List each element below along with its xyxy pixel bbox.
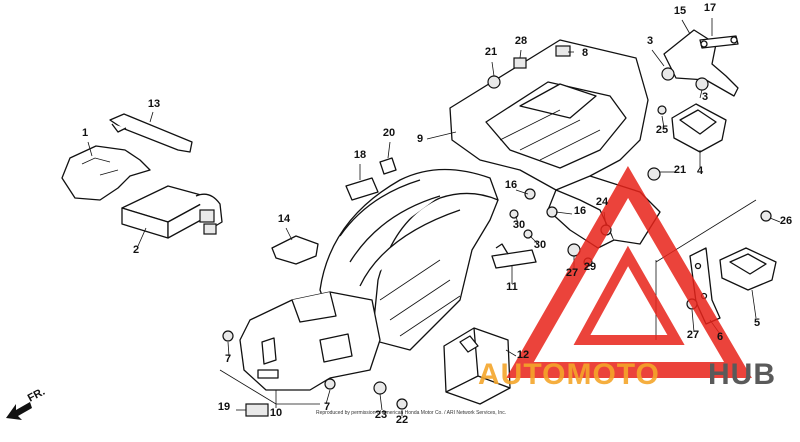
part-14-cover xyxy=(271,235,319,265)
callout-c13: 13 xyxy=(148,98,160,110)
callout-c16b: 16 xyxy=(574,205,586,217)
watermark-text-left: AUTOMOTO xyxy=(478,358,660,391)
callout-c23: 23 xyxy=(375,409,387,421)
callout-c22: 22 xyxy=(396,414,408,426)
part-4-taillight xyxy=(671,103,727,153)
callout-c17: 17 xyxy=(704,2,716,14)
callout-c29: 29 xyxy=(584,261,596,273)
callout-c14: 14 xyxy=(278,213,291,225)
watermark-logo xyxy=(506,166,752,378)
direction-label: FR. xyxy=(26,386,47,405)
callout-c3a: 3 xyxy=(647,35,653,47)
callout-c5: 5 xyxy=(754,317,760,329)
part-13-strap xyxy=(109,113,193,153)
callout-c27b: 27 xyxy=(687,329,699,341)
callout-c24: 24 xyxy=(596,196,609,208)
part-10-lower-fender xyxy=(239,291,381,391)
callout-c25: 25 xyxy=(656,124,668,136)
part-1-bracket xyxy=(61,145,151,201)
part-5-license-light xyxy=(719,247,777,291)
callout-c21b: 21 xyxy=(674,164,686,176)
callout-c30a: 30 xyxy=(513,219,525,231)
callout-c3b: 3 xyxy=(702,91,708,103)
front-arrow: FR. xyxy=(6,386,47,420)
callout-c26: 26 xyxy=(780,215,792,227)
callout-c18: 18 xyxy=(354,149,366,161)
callout-c7a: 7 xyxy=(225,353,231,365)
callout-c8: 8 xyxy=(582,47,588,59)
part-9-seat-tray xyxy=(449,39,661,249)
callout-c20: 20 xyxy=(383,127,395,139)
callout-c19: 19 xyxy=(218,401,230,413)
callout-c15: 15 xyxy=(674,5,686,17)
callout-c9: 9 xyxy=(417,133,423,145)
callout-c1: 1 xyxy=(82,127,88,139)
part-20-pad xyxy=(379,157,397,175)
callout-c10: 10 xyxy=(270,407,282,419)
callout-c28: 28 xyxy=(515,35,527,47)
callout-c16a: 16 xyxy=(505,179,517,191)
callout-c21a: 21 xyxy=(485,46,497,58)
callout-c27a: 27 xyxy=(566,267,578,279)
callout-c2: 2 xyxy=(133,244,139,256)
callout-c30b: 30 xyxy=(534,239,546,251)
callout-c11: 11 xyxy=(506,281,518,293)
part-18-pad xyxy=(345,177,379,201)
callout-c4: 4 xyxy=(697,165,704,177)
watermark-text-right: HUB xyxy=(708,358,776,391)
copyright-notice: Reproduced by permission of American Hon… xyxy=(316,410,506,416)
callout-c6: 6 xyxy=(717,331,723,343)
part-11-bracket xyxy=(491,243,537,269)
callout-c7b: 7 xyxy=(324,401,330,413)
arrow-icon xyxy=(6,402,32,420)
fasteners xyxy=(222,45,772,417)
part-17-stay xyxy=(699,35,739,49)
part-2-control-unit xyxy=(121,185,223,239)
callout-c12: 12 xyxy=(517,349,529,361)
callout-layer: 1233456778910111213141516161718192021212… xyxy=(82,2,792,426)
part-12-box xyxy=(443,327,511,405)
